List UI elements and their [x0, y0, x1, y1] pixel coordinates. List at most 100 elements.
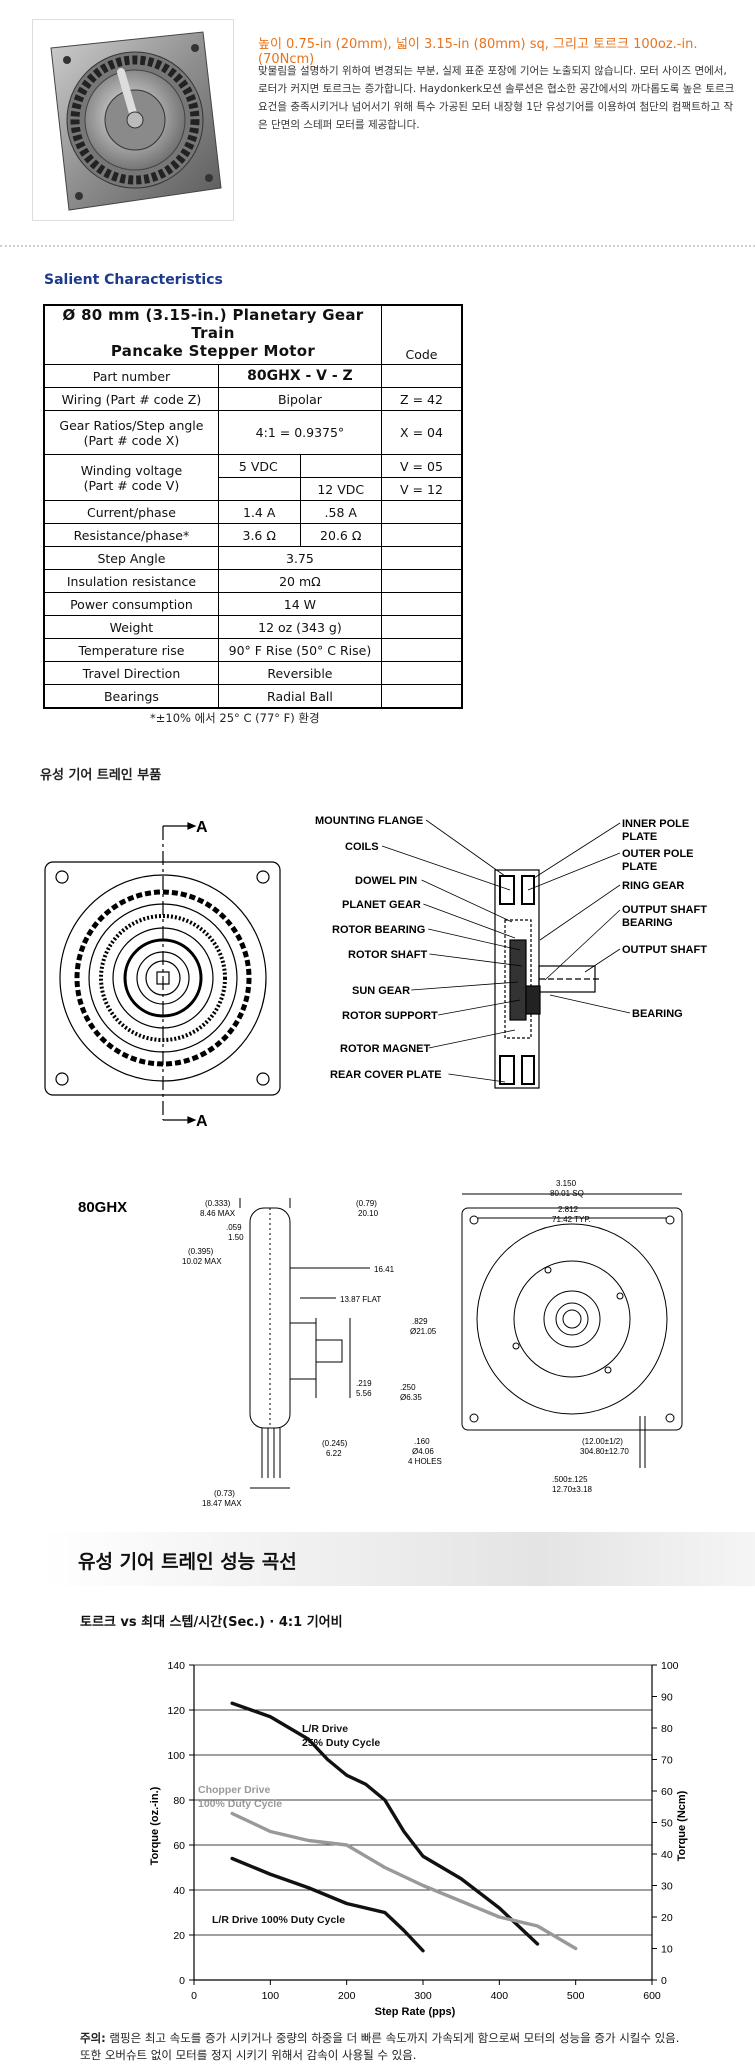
performance-title: 유성 기어 트레인 성능 곡선	[78, 1551, 297, 1573]
y-tick-label: 120	[167, 1705, 185, 1717]
dim-label: (0.79)	[356, 1199, 377, 1208]
leader-line	[438, 999, 521, 1016]
part-label-right: OUTPUT SHAFT	[622, 904, 707, 916]
dim-label: (0.245)	[322, 1439, 348, 1448]
y-axis-label: Torque (oz.-in.)	[149, 1786, 161, 1865]
part-label-right: OUTPUT SHAFT	[622, 944, 707, 956]
spec-label: Resistance/phase*	[43, 523, 219, 547]
series-label: Chopper Drive	[198, 1784, 271, 1796]
spec-code: V = 05	[380, 454, 463, 478]
dim-label: 13.87 FLAT	[340, 1295, 381, 1304]
spec-table: Ø 80 mm (3.15-in.) Planetary Gear Train …	[43, 304, 463, 709]
spec-value: 90° F Rise (50° C Rise)	[217, 638, 382, 662]
footnote-bold: 주의:	[80, 2031, 106, 2045]
spec-value: Reversible	[217, 661, 382, 685]
dim-label: 16.41	[374, 1265, 395, 1274]
series-line	[230, 1856, 425, 1953]
dim-label: Ø6.35	[400, 1393, 422, 1402]
x-tick-label: 600	[643, 1990, 661, 2002]
part-label-left: COILS	[345, 841, 379, 853]
part-label-left: MOUNTING FLANGE	[315, 815, 423, 827]
dimension-drawing: 80GHX (0.333) 8.46 MAX .059 1.50 (0.395)…	[78, 1179, 683, 1508]
y-tick-label: 80	[173, 1795, 185, 1807]
y2-tick-label: 70	[661, 1755, 673, 1767]
footnote-line1: 램핑은 최고 속도를 증가 시키거나 중량의 하중을 더 빠른 속도까지 가속되…	[105, 2031, 680, 2045]
leader-line	[425, 819, 506, 877]
part-label-right: RING GEAR	[622, 880, 684, 892]
leader-line	[428, 928, 521, 951]
spec-label: Temperature rise	[43, 638, 219, 662]
leader-line	[584, 948, 621, 973]
leader-line	[411, 981, 519, 991]
dim-label: 304.80±12.70	[580, 1447, 629, 1456]
section-title-gear-parts: 유성 기어 트레인 부품	[40, 768, 162, 783]
performance-banner	[40, 1532, 755, 1586]
dim-label: (0.73)	[214, 1489, 235, 1498]
spec-label: Insulation resistance	[43, 569, 219, 593]
y2-tick-label: 60	[661, 1786, 673, 1798]
series-line	[230, 1701, 540, 1946]
dim-label: 12.70±3.18	[552, 1485, 593, 1494]
section-mark-top: A	[196, 819, 208, 836]
y2-axis-label: Torque (Ncm)	[676, 1790, 688, 1861]
leader-line	[533, 822, 621, 879]
dim-label: 2.812	[558, 1205, 579, 1214]
leader-line	[421, 879, 513, 923]
performance-footnote: 주의: 램핑은 최고 속도를 증가 시키거나 중량의 하중을 더 빠른 속도까지…	[80, 2030, 740, 2064]
spec-code: X = 04	[380, 410, 463, 455]
part-label-left: ROTOR SHAFT	[348, 949, 428, 961]
spec-title-line1: Ø 80 mm (3.15-in.) Planetary Gear Train	[43, 304, 382, 342]
series-label: L/R Drive 100% Duty Cycle	[212, 1914, 345, 1926]
leader-line	[423, 903, 516, 939]
spec-value: 14 W	[217, 592, 382, 616]
spec-footnote: *±10% 에서 25° C (77° F) 환경	[150, 711, 320, 725]
part-label-right: BEARING	[632, 1008, 683, 1020]
dim-label: (12.00±1/2)	[582, 1437, 623, 1446]
y2-tick-label: 40	[661, 1849, 673, 1861]
dim-label: .059	[226, 1223, 242, 1232]
y2-tick-label: 0	[661, 1975, 667, 1987]
dim-label: (0.333)	[205, 1199, 231, 1208]
dim-label: 20.10	[358, 1209, 379, 1218]
dim-label: 6.22	[326, 1449, 342, 1458]
section-title-salient: Salient Characteristics	[44, 272, 223, 288]
divider	[0, 245, 755, 247]
leader-line	[448, 1073, 506, 1083]
section-mark-bottom: A	[196, 1113, 208, 1130]
x-tick-label: 0	[191, 1990, 197, 2002]
footnote-line2: 또한 오버슈트 없이 모터를 정지 시키기 위해서 감속이 사용될 수 있음.	[80, 2048, 417, 2062]
dim-label: 10.02 MAX	[182, 1257, 222, 1266]
headline: 높이 0.75-in (20mm), 넓이 3.15-in (80mm) sq,…	[258, 37, 698, 67]
x-tick-label: 500	[567, 1990, 585, 2002]
series-line	[230, 1811, 578, 1951]
dim-label: Ø4.06	[412, 1447, 434, 1456]
leader-line	[539, 884, 621, 941]
spec-value: Bipolar	[217, 387, 382, 411]
dim-label: .829	[412, 1317, 428, 1326]
spec-part-number: 80GHX - V - Z	[217, 364, 382, 388]
dim-label: 71.42 TYP.	[552, 1215, 591, 1224]
torque-chart: 0204060801001201400102030405060708090100…	[149, 1660, 688, 2018]
spec-value: 4:1 = 0.9375°	[217, 410, 382, 455]
dim-label: Ø21.05	[410, 1327, 437, 1336]
spec-value: 3.75	[217, 546, 382, 570]
leader-line	[527, 852, 621, 891]
motor-photo	[32, 19, 234, 221]
y2-tick-label: 80	[661, 1723, 673, 1735]
dim-label: .160	[414, 1437, 430, 1446]
spec-value: .58 A	[299, 500, 382, 524]
spec-code: V = 12	[380, 477, 463, 501]
dim-label: 4 HOLES	[408, 1457, 442, 1466]
y-tick-label: 60	[173, 1840, 185, 1852]
dim-label: .219	[356, 1379, 372, 1388]
part-label-right: BEARING	[622, 917, 673, 929]
y-tick-label: 20	[173, 1930, 185, 1942]
spec-label: Gear Ratios/Step angle (Part # code X)	[43, 410, 219, 455]
y2-tick-label: 10	[661, 1944, 673, 1956]
dim-label: .500±.125	[552, 1475, 588, 1484]
spec-title-line2: Pancake Stepper Motor	[43, 342, 382, 365]
dim-label: 1.50	[228, 1233, 244, 1242]
motor-photo-illustration	[33, 20, 233, 220]
part-label-left: ROTOR MAGNET	[340, 1043, 431, 1055]
